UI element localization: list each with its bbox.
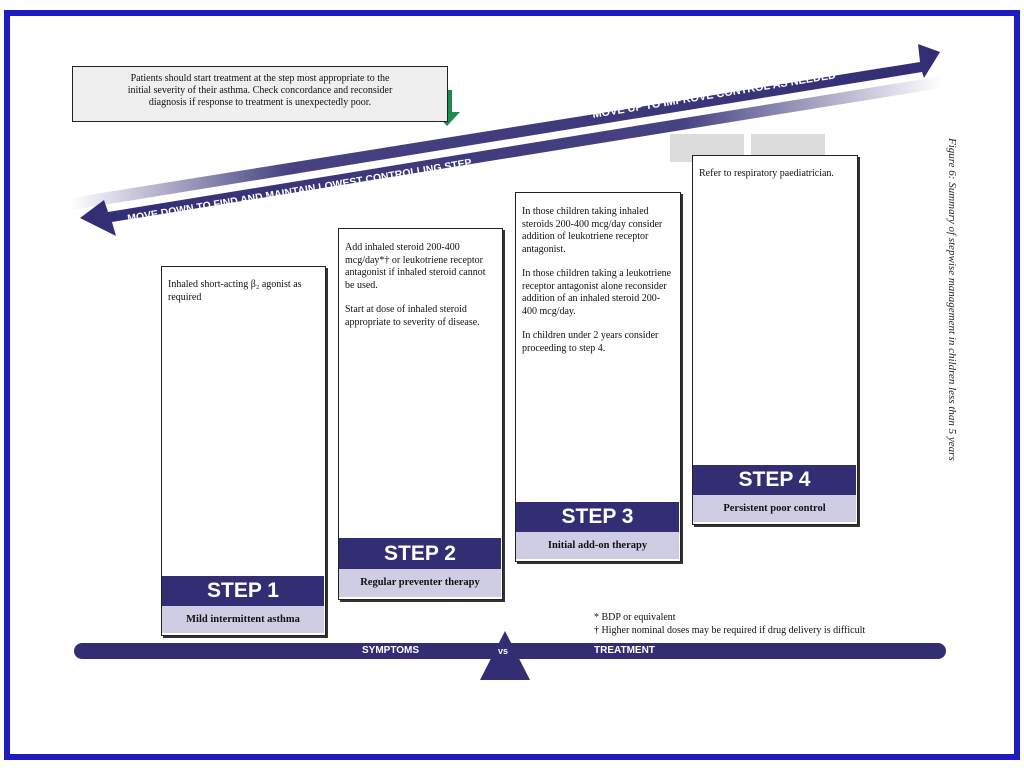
step-2-title: STEP 2 xyxy=(339,538,501,569)
step-3-paragraph: In those children taking a leukotriene r… xyxy=(522,268,672,317)
step-1-subtitle: Mild intermittent asthma xyxy=(162,606,324,633)
step-1-text: Inhaled short-acting β₂ agonist as requi… xyxy=(168,279,318,316)
step-2-paragraph: Start at dose of inhaled steroid appropr… xyxy=(345,304,480,328)
treatment-label: TREATMENT xyxy=(594,645,655,656)
step-4-box xyxy=(692,155,858,525)
step-4-title: STEP 4 xyxy=(693,465,856,495)
step-2-subtitle: Regular preventer therapy xyxy=(339,569,501,597)
symptoms-label: SYMPTOMS xyxy=(362,645,420,656)
step-4-paragraph: Refer to respiratory paediatrician. xyxy=(699,168,834,179)
note-line: Patients should start treatment at the s… xyxy=(130,73,390,84)
step-1-box xyxy=(161,266,326,636)
step-2-text: Add inhaled steroid 200-400 mcg/day*† or… xyxy=(345,242,495,341)
vs-label: vs xyxy=(498,646,509,656)
step-1-paragraph: Inhaled short-acting β₂ agonist as requi… xyxy=(168,279,302,303)
step-3-text: In those children taking inhaled steroid… xyxy=(522,206,674,367)
step-1-title: STEP 1 xyxy=(162,576,324,606)
step-4-subtitle: Persistent poor control xyxy=(693,495,856,522)
move-up-arrow xyxy=(70,44,940,210)
step-2-paragraph: Add inhaled steroid 200-400 mcg/day*† or… xyxy=(345,242,486,291)
outer-frame xyxy=(4,10,1020,760)
footnote-bdp: * BDP or equivalent xyxy=(594,612,676,623)
note-line: diagnosis if response to treatment is un… xyxy=(148,97,372,108)
step-3-title: STEP 3 xyxy=(516,502,679,532)
step-3-paragraph: In those children taking inhaled steroid… xyxy=(522,206,663,255)
step-4-text: Refer to respiratory paediatrician. xyxy=(699,168,849,193)
fulcrum-triangle xyxy=(480,631,530,680)
move-down-arrow xyxy=(80,76,942,236)
step-3-subtitle: Initial add-on therapy xyxy=(516,532,679,559)
step-3-paragraph: In children under 2 years consider proce… xyxy=(522,330,659,354)
figure-caption: Figure 6: Summary of stepwise management… xyxy=(946,138,958,461)
step-3-box xyxy=(515,192,681,562)
footnote-doses: † Higher nominal doses may be required i… xyxy=(594,625,866,636)
guidance-note: Patients should start treatment at the s… xyxy=(72,66,448,122)
note-line: initial severity of their asthma. Check … xyxy=(127,85,393,96)
